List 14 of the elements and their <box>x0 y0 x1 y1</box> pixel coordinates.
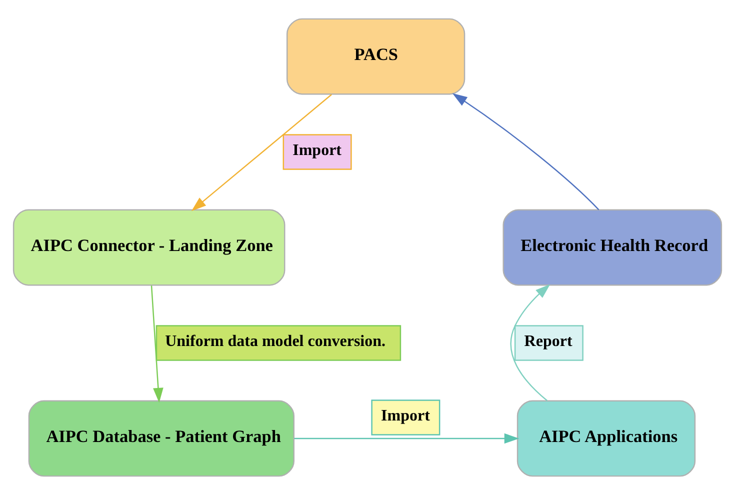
edge-label: Import <box>381 407 430 424</box>
edge-label: Report <box>524 332 572 350</box>
node-box: PACS <box>286 18 466 94</box>
node-box: AIPC Applications <box>516 400 696 476</box>
edge-label: Uniform data model conversion. <box>165 332 386 350</box>
node-box: AIPC Database - Patient Graph <box>28 400 294 476</box>
arrow <box>191 94 332 211</box>
arrow <box>510 284 550 401</box>
edge-label: Import <box>292 141 342 158</box>
arrow <box>452 92 600 210</box>
arrow <box>150 284 164 402</box>
arrow <box>294 432 520 444</box>
node-box: AIPC Connector - Landing Zone <box>12 208 286 286</box>
node-box: Electronic Health Record <box>502 208 722 286</box>
